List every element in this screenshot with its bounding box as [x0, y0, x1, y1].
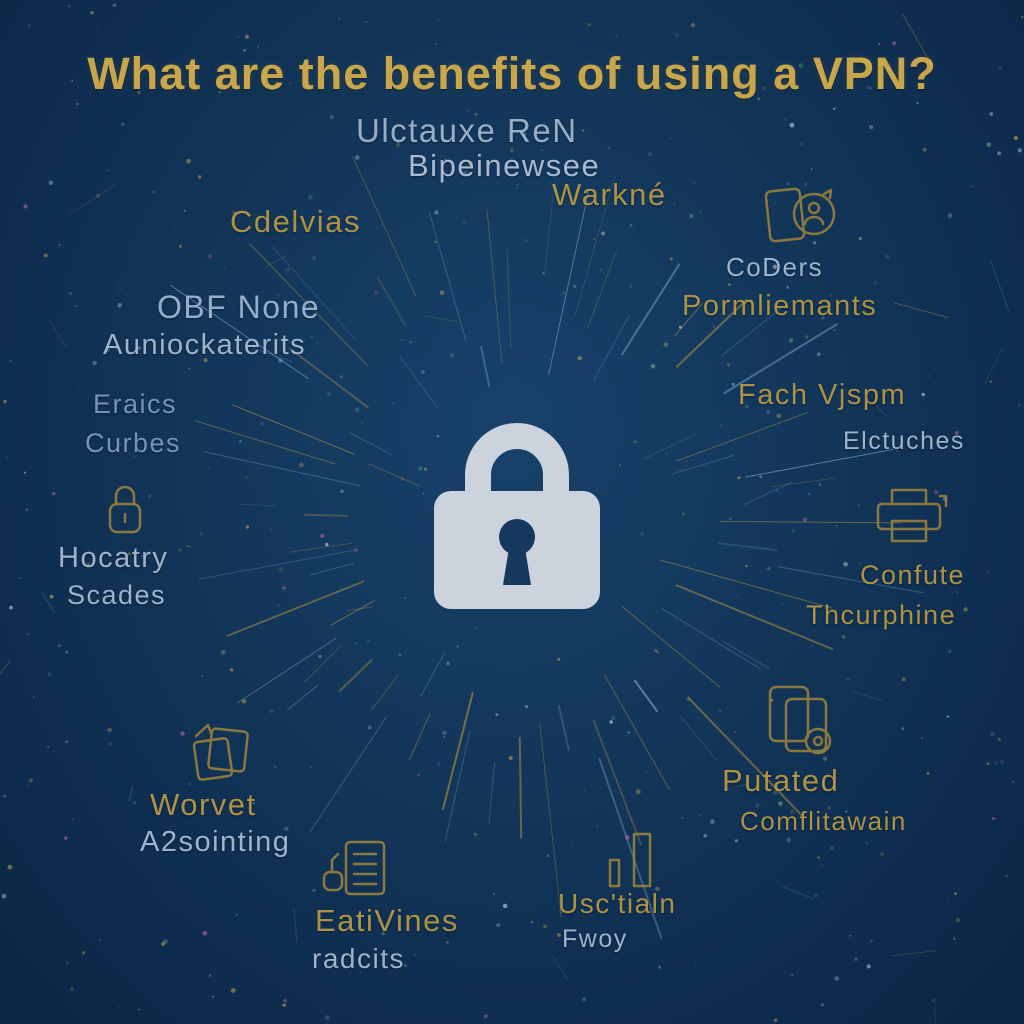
label-a2sointing: A2sointing — [140, 826, 291, 858]
label-cdelvias: Cdelvias — [230, 204, 361, 239]
label-confute: Confute — [860, 560, 966, 590]
label-putated: Putated — [722, 763, 840, 798]
cards-icon — [188, 722, 254, 784]
label-worvet: Worvet — [150, 787, 257, 822]
label-usctialn: Usc'tialn — [558, 888, 677, 919]
padlock-icon — [432, 405, 602, 620]
printer-icon — [872, 484, 950, 546]
label-elctuches: Elctuches — [843, 427, 965, 455]
small-lock-icon — [100, 478, 150, 538]
label-scades: Scades — [67, 580, 167, 610]
label-curbes: Curbes — [85, 428, 182, 458]
label-warkne: Warkné — [552, 177, 667, 212]
page-title: What are the benefits of using a VPN? — [87, 48, 937, 99]
device-sync-icon — [762, 182, 837, 247]
label-pormliemants: Pormliemants — [682, 290, 878, 322]
label-coders: CoDers — [726, 252, 824, 282]
label-radcits: radcits — [312, 943, 405, 974]
bars-icon — [598, 832, 658, 890]
label-comflitawain: Comflitawain — [740, 806, 907, 836]
label-auniockaterits: Auniockaterits — [103, 329, 307, 361]
label-eraics: Eraics — [93, 389, 178, 419]
document-lines-icon — [320, 836, 388, 898]
label-hocatry: Hocatry — [58, 542, 169, 574]
label-obf-none: OBF None — [157, 289, 321, 325]
label-bipeinewsee: Bipeinewsee — [408, 148, 601, 183]
label-thcurphine: Thcurphine — [806, 600, 957, 630]
label-ulctauxe-ren: Ulctauxe ReN — [356, 112, 578, 149]
label-eativines: EatiVines — [315, 903, 459, 938]
documents-badge-icon — [762, 683, 837, 755]
label-fwoy: Fwoy — [562, 925, 628, 953]
label-fach-vjspm: Fach Vjspm — [738, 379, 907, 411]
